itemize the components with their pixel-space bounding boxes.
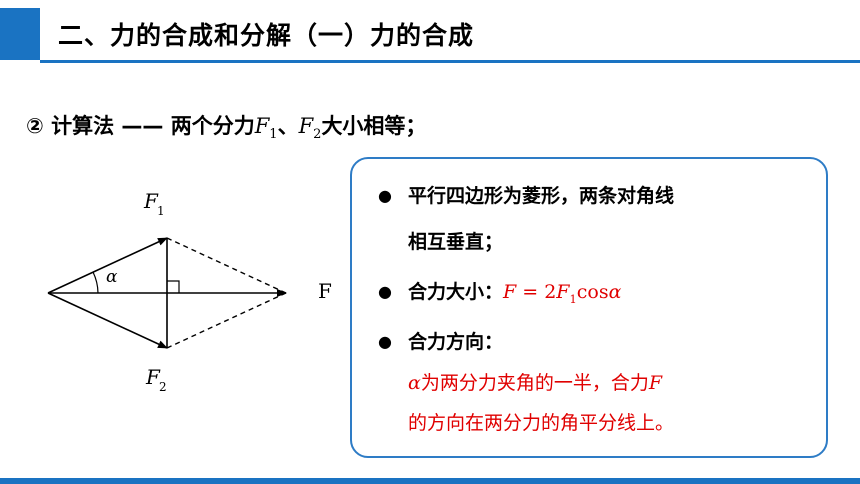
subheading-separator: 、 <box>277 114 299 138</box>
direction-line2-text: 的方向在两分力的角平分线上。 <box>408 412 675 434</box>
bullet-magnitude: ●合力大小：F = 2F1cosα <box>378 269 621 322</box>
label-f1: F <box>143 189 159 213</box>
label-f2: F <box>145 365 161 389</box>
subheading-f2: F2 <box>298 114 322 142</box>
subheading-f2-symbol: F <box>298 114 314 138</box>
slide-title: 二、力的合成和分解（一）力的合成 <box>58 21 475 50</box>
formula-cos: cos <box>576 281 609 303</box>
bullet-rhombus: ● 平行四边形为菱形，两条对角线 <box>378 173 674 219</box>
formula-f: F <box>556 281 570 303</box>
bullet-rhombus-continued: 相互垂直； <box>408 219 503 265</box>
bullet-magnitude-label: 合力大小： <box>408 281 504 303</box>
force-rhombus-diagram: α F 1 F F 2 <box>47 189 332 394</box>
bullet-dot-icon: ● <box>378 186 392 205</box>
direction-text-line1: α为两分力夹角的一半，合力F <box>408 363 662 403</box>
direction-text-line2: 的方向在两分力的角平分线上。 <box>408 403 674 443</box>
direction-f: F <box>648 372 663 394</box>
angle-label: α <box>106 267 118 287</box>
subheading-f1-symbol: F <box>254 114 270 138</box>
dashed-side-lower <box>166 292 287 349</box>
angle-arc <box>92 271 99 294</box>
force-f1-vector <box>47 237 168 294</box>
formula-sub: 1 <box>569 291 577 306</box>
bullet-dot-icon: ● <box>378 282 392 301</box>
subheading-suffix: 大小相等； <box>321 114 427 138</box>
label-f1-sub: 1 <box>157 204 165 218</box>
bullet-direction: ● 合力方向： <box>378 319 503 365</box>
info-box: ●平行四边形为菱形，两条对角线 相互垂直； ●合力大小：F = 2F1cosα … <box>350 157 828 458</box>
direction-alpha: α <box>408 372 421 394</box>
subheading: ② 计算法 —— 两个分力F1、F2大小相等； <box>26 110 426 142</box>
bullet-direction-label: 合力方向： <box>408 331 504 353</box>
right-angle-marker <box>167 280 180 293</box>
magnitude-formula: F = 2F1cosα <box>503 281 622 306</box>
footer-bar <box>0 478 860 484</box>
subheading-prefix: ② 计算法 —— 两个分力 <box>26 114 255 138</box>
header-divider <box>40 60 860 63</box>
header: 二、力的合成和分解（一）力的合成 <box>0 0 860 64</box>
label-resultant: F <box>318 279 332 303</box>
direction-line1-text: 为两分力夹角的一半，合力 <box>420 372 649 394</box>
label-f2-sub: 2 <box>159 380 167 394</box>
subheading-f1: F1 <box>254 114 278 142</box>
bullet-rhombus-text-line1: 平行四边形为菱形，两条对角线 <box>408 185 675 207</box>
formula-lhs: F <box>503 281 517 303</box>
bullet-rhombus-text-line2: 相互垂直； <box>408 231 504 253</box>
formula-equals: = 2 <box>516 281 557 303</box>
bullet-dot-icon: ● <box>378 332 392 351</box>
dashed-side-upper <box>166 237 287 294</box>
force-f2-vector <box>47 292 168 349</box>
subheading-f2-sub: 2 <box>313 127 322 143</box>
formula-alpha: α <box>608 281 622 303</box>
subheading-f1-sub: 1 <box>269 127 278 143</box>
header-accent-bar <box>0 8 40 60</box>
